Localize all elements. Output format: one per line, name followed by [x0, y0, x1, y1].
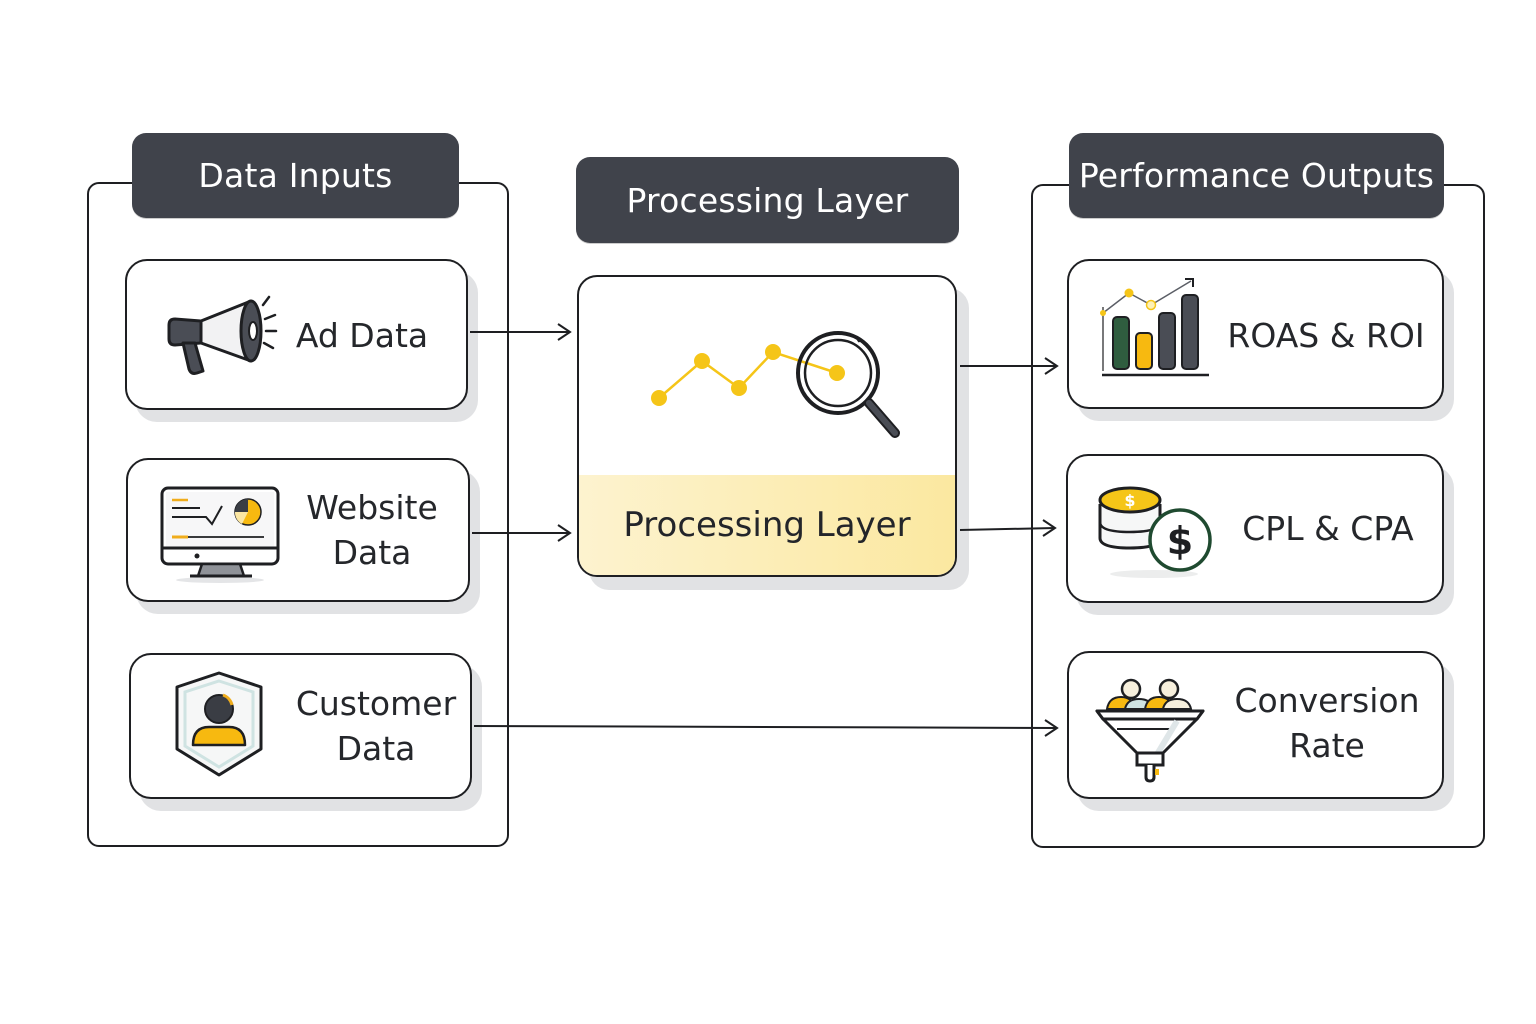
input-card-label: Website Data [306, 488, 438, 572]
processing-band: Processing Layer [579, 475, 955, 575]
arrow-customer-data-to-conversion [473, 719, 1059, 737]
customer-shield-icon [175, 671, 263, 777]
input-card-customer-data[interactable]: Customer Data [129, 653, 472, 799]
output-card-conversion-rate[interactable]: Conversion Rate [1067, 651, 1444, 799]
inputs-header: Data Inputs [132, 133, 459, 218]
megaphone-icon [167, 295, 278, 375]
processing-header: Processing Layer [576, 157, 959, 243]
output-card-label: CPL & CPA [1242, 509, 1414, 548]
outputs-header: Performance Outputs [1069, 133, 1444, 218]
input-card-label: Customer Data [295, 684, 457, 768]
input-card-website-data[interactable]: Website Data [126, 458, 470, 602]
processing-card[interactable]: Processing Layer [577, 275, 957, 577]
processing-header-label: Processing Layer [626, 180, 909, 220]
bar-chart-growth-icon [1100, 278, 1209, 377]
output-card-label: ROAS & ROI [1227, 316, 1425, 355]
input-card-ad-data[interactable]: Ad Data [125, 259, 468, 410]
output-card-label: Conversion Rate [1234, 681, 1420, 765]
processing-label: Processing Layer [623, 505, 911, 545]
output-card-roas-roi[interactable]: ROAS & ROI [1067, 259, 1444, 409]
outputs-header-label: Performance Outputs [1078, 156, 1435, 195]
output-card-cpl-cpa[interactable]: $ $ CPL & CPA [1066, 454, 1444, 603]
input-card-label: Ad Data [295, 316, 429, 355]
svg-text:$: $ [1124, 491, 1135, 510]
inputs-header-label: Data Inputs [198, 156, 393, 195]
svg-text:$: $ [1167, 519, 1193, 563]
line-chart-magnifier-icon [651, 331, 900, 438]
funnel-people-icon [1095, 678, 1205, 783]
monitor-analytics-icon [160, 486, 280, 583]
coins-dollar-icon: $ $ [1098, 486, 1212, 578]
